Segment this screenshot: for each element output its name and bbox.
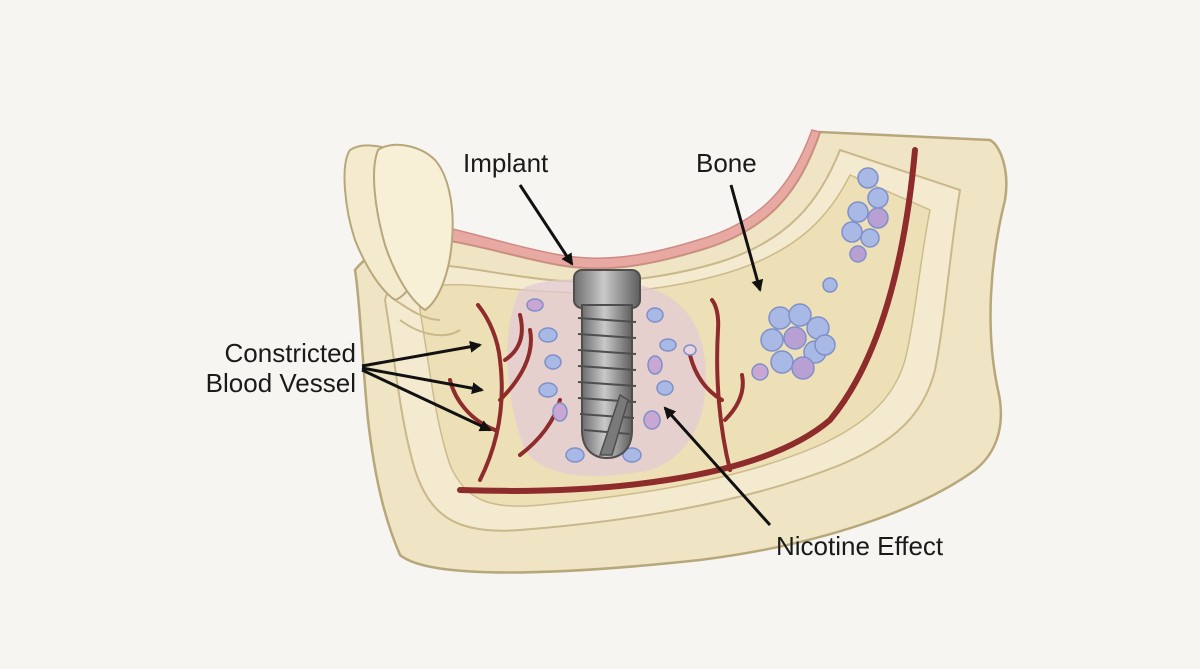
bone-label: Bone <box>696 148 757 178</box>
cells-around-implant <box>526 298 697 463</box>
nicotine-arrow <box>663 406 772 527</box>
nicotine-effect-label: Nicotine Effect <box>776 531 944 561</box>
vessel-arrow-1 <box>361 340 482 368</box>
dental-implant <box>573 269 641 460</box>
cell-cluster-right <box>751 277 838 381</box>
implant-label: Implant <box>463 148 549 178</box>
cell-cluster-upper <box>841 167 889 263</box>
vessel-arrow-3 <box>361 368 492 432</box>
gum-tissue <box>444 129 821 269</box>
vessel-arrow-2 <box>361 366 484 395</box>
implant-arrow <box>518 184 574 266</box>
vessel-label-line-1: Constricted <box>224 338 357 368</box>
vessels-right <box>688 298 745 472</box>
tooth-root-lines <box>394 299 461 337</box>
mandibular-canal-vessel <box>457 147 918 494</box>
constricted-blood-vessel-label: Constricted Blood Vessel <box>176 338 356 398</box>
vessel-label-line-2: Blood Vessel <box>205 368 356 398</box>
bone-arrow <box>729 184 764 292</box>
tooth-front <box>373 143 454 312</box>
